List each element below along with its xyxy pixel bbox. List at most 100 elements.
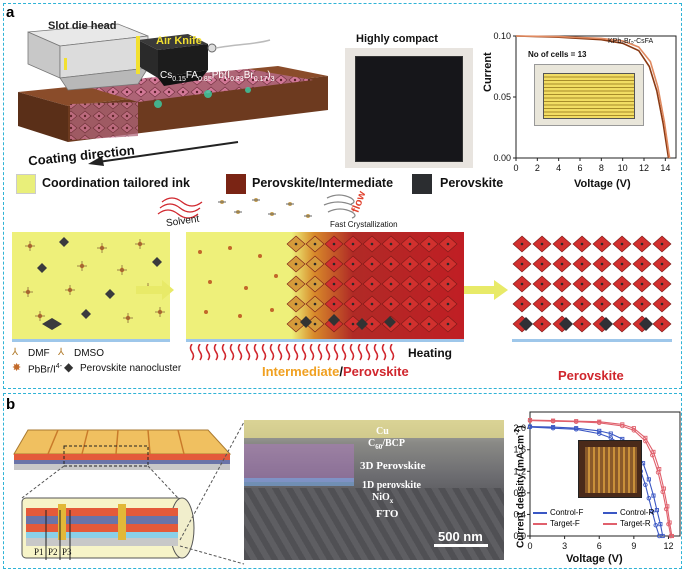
substrate-front: [18, 92, 68, 142]
nanocluster-icon: [81, 309, 91, 319]
air-knife-label: Air Knife: [156, 35, 202, 47]
chart-b-line-target-r: [529, 419, 673, 537]
octahedron-center: [408, 242, 412, 246]
nanocluster-icon: [328, 314, 340, 326]
cells-annotation: No of cells = 13: [528, 50, 587, 59]
octahedron-center: [640, 282, 644, 286]
chart-a-xtick-label: 14: [660, 163, 670, 173]
octahedron-center: [560, 302, 564, 306]
sem-cu-layer: [244, 420, 504, 438]
sem-c60-label: C60/BCP: [368, 438, 406, 451]
octahedron-center: [294, 322, 298, 326]
chart-b-ylabel: Current density (mA cm-2): [514, 425, 527, 548]
chart-b-point-control-r: [646, 477, 651, 482]
air-knife: [136, 34, 271, 86]
chart-a-ytick-label: 0.05: [493, 92, 511, 102]
pbbr-icon: [208, 280, 212, 284]
heat-wave: [189, 344, 195, 361]
octahedron-center: [446, 242, 450, 246]
panel-a-frame: [3, 3, 682, 389]
octahedron-center: [580, 282, 584, 286]
chart-b-legend-item: Control-R: [603, 508, 654, 517]
sem-fto-texture: [244, 488, 504, 560]
chart-a-series-line-0: [515, 35, 670, 159]
pbbr-icon: [204, 310, 208, 314]
octahedron-center: [580, 302, 584, 306]
octahedron-center: [540, 302, 544, 306]
octahedron-center: [446, 262, 450, 266]
pbbr-icon: [274, 274, 278, 278]
intermediate-perovskite-label: Intermediate/Perovskite: [262, 364, 409, 379]
chart-b-xtick-label: 3: [562, 541, 567, 551]
chart-b-ytick-label: 2.0: [513, 423, 526, 433]
octahedron-center: [540, 282, 544, 286]
legend-intermediate-label: Perovskite/Intermediate: [252, 176, 394, 190]
chart-b-ytick-label: 1.2: [513, 466, 526, 476]
chart-b-legend-marker: [533, 511, 547, 514]
octahedron-center: [620, 322, 624, 326]
chart-a-xtick-label: 4: [556, 163, 561, 173]
chart-a-xtick-label: 6: [577, 163, 582, 173]
heat-wave: [213, 344, 219, 361]
octahedron-center: [370, 282, 374, 286]
octahedron-center: [294, 242, 298, 246]
nanocluster-icon: [384, 316, 396, 328]
octahedron-center: [620, 282, 624, 286]
octahedron-center: [560, 262, 564, 266]
octahedron-center: [389, 282, 393, 286]
heat-wave: [389, 344, 395, 361]
heat-wave: [301, 344, 307, 361]
heat-wave: [237, 344, 243, 361]
chart-b-point-target-r: [667, 520, 672, 525]
slot-die-illustration: [18, 23, 328, 166]
legend-ink-label: Coordination tailored ink: [42, 176, 190, 190]
octahedron-center: [408, 282, 412, 286]
chart-a-xtick-label: 12: [639, 163, 649, 173]
octahedron-center: [560, 242, 564, 246]
octahedron-center: [520, 262, 524, 266]
heat-wave: [197, 344, 203, 361]
chart-a-xtick-label: 0: [513, 163, 518, 173]
octahedron-center: [294, 262, 298, 266]
octahedron-center: [294, 282, 298, 286]
octahedron-center: [351, 262, 355, 266]
heat-wave: [349, 344, 355, 361]
dmso-icon: ⅄: [58, 347, 65, 358]
octahedron-center: [408, 302, 412, 306]
pbbr-icon: [258, 254, 262, 258]
nanocluster-icon: [105, 289, 115, 299]
chart-b-point-control-r: [527, 424, 533, 429]
heat-wave: [229, 344, 235, 361]
chart-b-legend-marker: [533, 522, 547, 525]
octahedron-center: [446, 282, 450, 286]
slot-die-head: [27, 23, 149, 91]
octahedron-center: [408, 262, 412, 266]
nanocluster-icon: [37, 263, 47, 273]
module-active-area: [543, 73, 635, 119]
octahedron-center: [427, 302, 431, 306]
panel-b-frame: [3, 393, 682, 569]
octahedron-center: [370, 322, 374, 326]
chart-b-point-control-r: [574, 426, 579, 431]
octahedron-center: [640, 302, 644, 306]
nanocluster-icon: [356, 318, 368, 330]
octahedron-center: [600, 262, 604, 266]
heat-wave: [341, 344, 347, 361]
chart-a-xtick-label: 2: [535, 163, 540, 173]
chart-a-xlabel: Voltage (V): [574, 178, 631, 190]
octahedron-center: [520, 282, 524, 286]
heat-wave: [205, 344, 211, 361]
device-stripes: [585, 447, 637, 493]
heat-wave: [357, 344, 363, 361]
dmf-label: DMF: [28, 348, 50, 359]
legend-ink-swatch: [16, 174, 36, 194]
octahedron-center: [446, 322, 450, 326]
octahedron-center: [389, 302, 393, 306]
chart-b-point-target-r: [597, 419, 602, 424]
pbbr-icon: [228, 246, 232, 250]
chart-a-xtick-label: 8: [599, 163, 604, 173]
sem-1d-overlay: [244, 478, 354, 486]
octahedron-center: [640, 262, 644, 266]
chart-b-point-target-r: [574, 419, 579, 424]
chart-a-ytick-label: 0.00: [493, 153, 511, 163]
